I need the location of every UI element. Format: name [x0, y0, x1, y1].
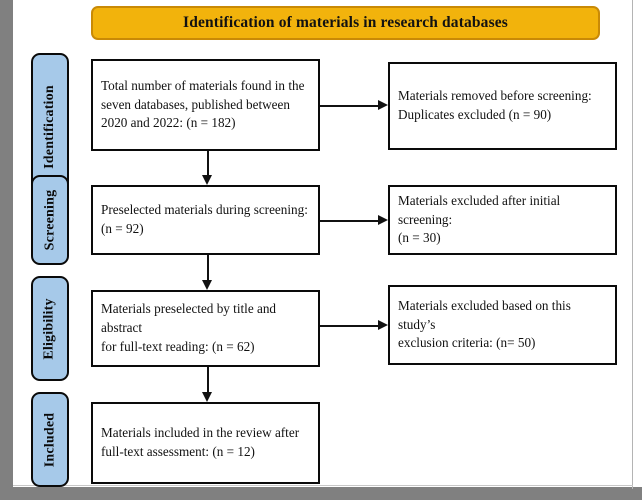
arrow-shaft: [320, 325, 378, 327]
diagram-title-text: Identification of materials in research …: [183, 14, 508, 31]
arrow-shaft: [320, 220, 378, 222]
box-records-identified: Total number of materials found in the s…: [91, 59, 320, 151]
box-studies-included: Materials included in the review after f…: [91, 402, 320, 484]
arrow-down-screened-to-assessed: [202, 255, 213, 290]
arrow-head-right-icon: [378, 215, 388, 225]
box-reports-excluded: Materials excluded based on this study’s…: [388, 285, 617, 365]
arrow-right-assessed-to-excluded: [320, 320, 388, 331]
arrow-head-down-icon: [202, 175, 212, 185]
arrow-head-down-icon: [202, 392, 212, 402]
arrow-right-screened-to-excluded: [320, 215, 388, 226]
arrow-shaft: [207, 367, 209, 392]
arrow-right-identified-to-removed: [320, 100, 388, 111]
arrow-shaft: [207, 255, 209, 280]
box-reports-assessed-text: Materials preselected by title and abstr…: [101, 301, 277, 354]
stage-label-included: Included: [42, 412, 58, 467]
box-records-excluded-text: Materials excluded after initial screeni…: [398, 192, 561, 246]
box-studies-included-text: Materials included in the review after f…: [101, 425, 300, 459]
box-records-screened: Preselected materials during screening: …: [91, 185, 320, 255]
box-records-excluded: Materials excluded after initial screeni…: [388, 185, 617, 255]
stage-tab-eligibility: Eligibility: [31, 276, 69, 381]
stage-tab-screening: Screening: [31, 175, 69, 265]
frame-bottom-band: [0, 487, 642, 500]
box-records-identified-text: Total number of materials found in the s…: [101, 77, 305, 131]
frame-left-band: [0, 0, 13, 500]
box-reports-excluded-text: Materials excluded based on this study’s…: [398, 297, 571, 351]
box-reports-assessed: Materials preselected by title and abstr…: [91, 290, 320, 367]
box-records-removed-text: Materials removed before screening: Dupl…: [398, 88, 592, 122]
arrow-down-identified-to-screened: [202, 151, 213, 185]
arrow-shaft: [320, 105, 378, 107]
arrow-down-assessed-to-included: [202, 367, 213, 402]
stage-tab-included: Included: [31, 392, 69, 487]
arrow-head-right-icon: [378, 100, 388, 110]
arrow-shaft: [207, 151, 209, 175]
box-records-screened-text: Preselected materials during screening: …: [101, 202, 308, 236]
stage-label-identification: Identification: [42, 84, 58, 169]
arrow-head-right-icon: [378, 320, 388, 330]
box-records-removed: Materials removed before screening: Dupl…: [388, 62, 617, 150]
arrow-head-down-icon: [202, 280, 212, 290]
stage-label-eligibility: Eligibility: [42, 297, 58, 360]
frame-bottom-edge: [13, 485, 633, 486]
stage-label-screening: Screening: [42, 189, 57, 251]
frame-right-edge: [632, 0, 633, 489]
diagram-title-banner: Identification of materials in research …: [91, 6, 600, 40]
